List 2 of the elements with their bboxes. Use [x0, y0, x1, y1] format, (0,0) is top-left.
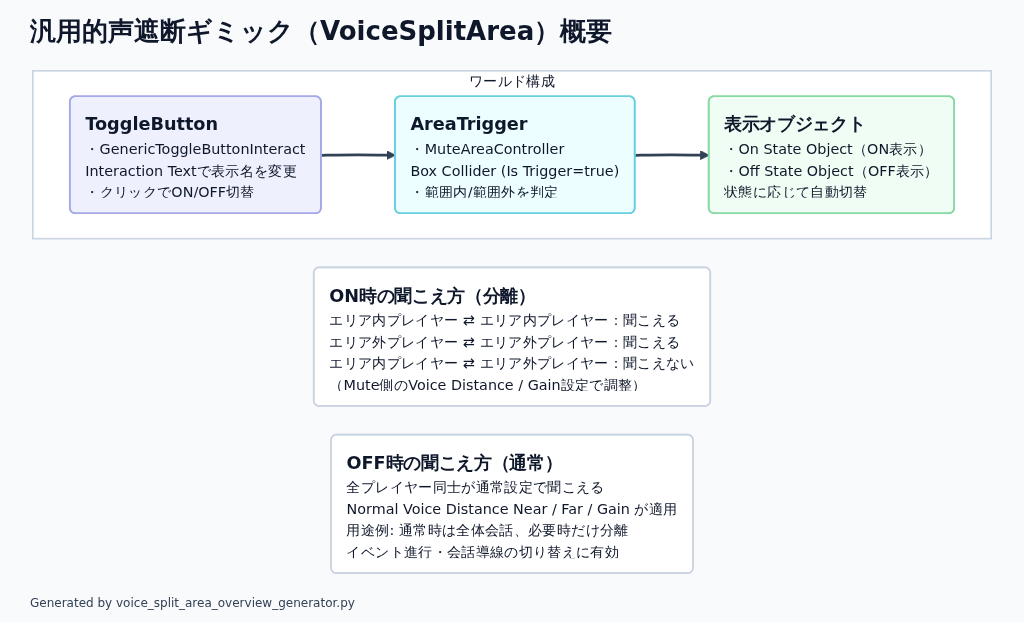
title: 汎用的声遮断ギミック（VoiceSplitArea）概要 [30, 15, 613, 48]
caption: Generated by voice_split_area_overview_generator.py [30, 596, 355, 610]
